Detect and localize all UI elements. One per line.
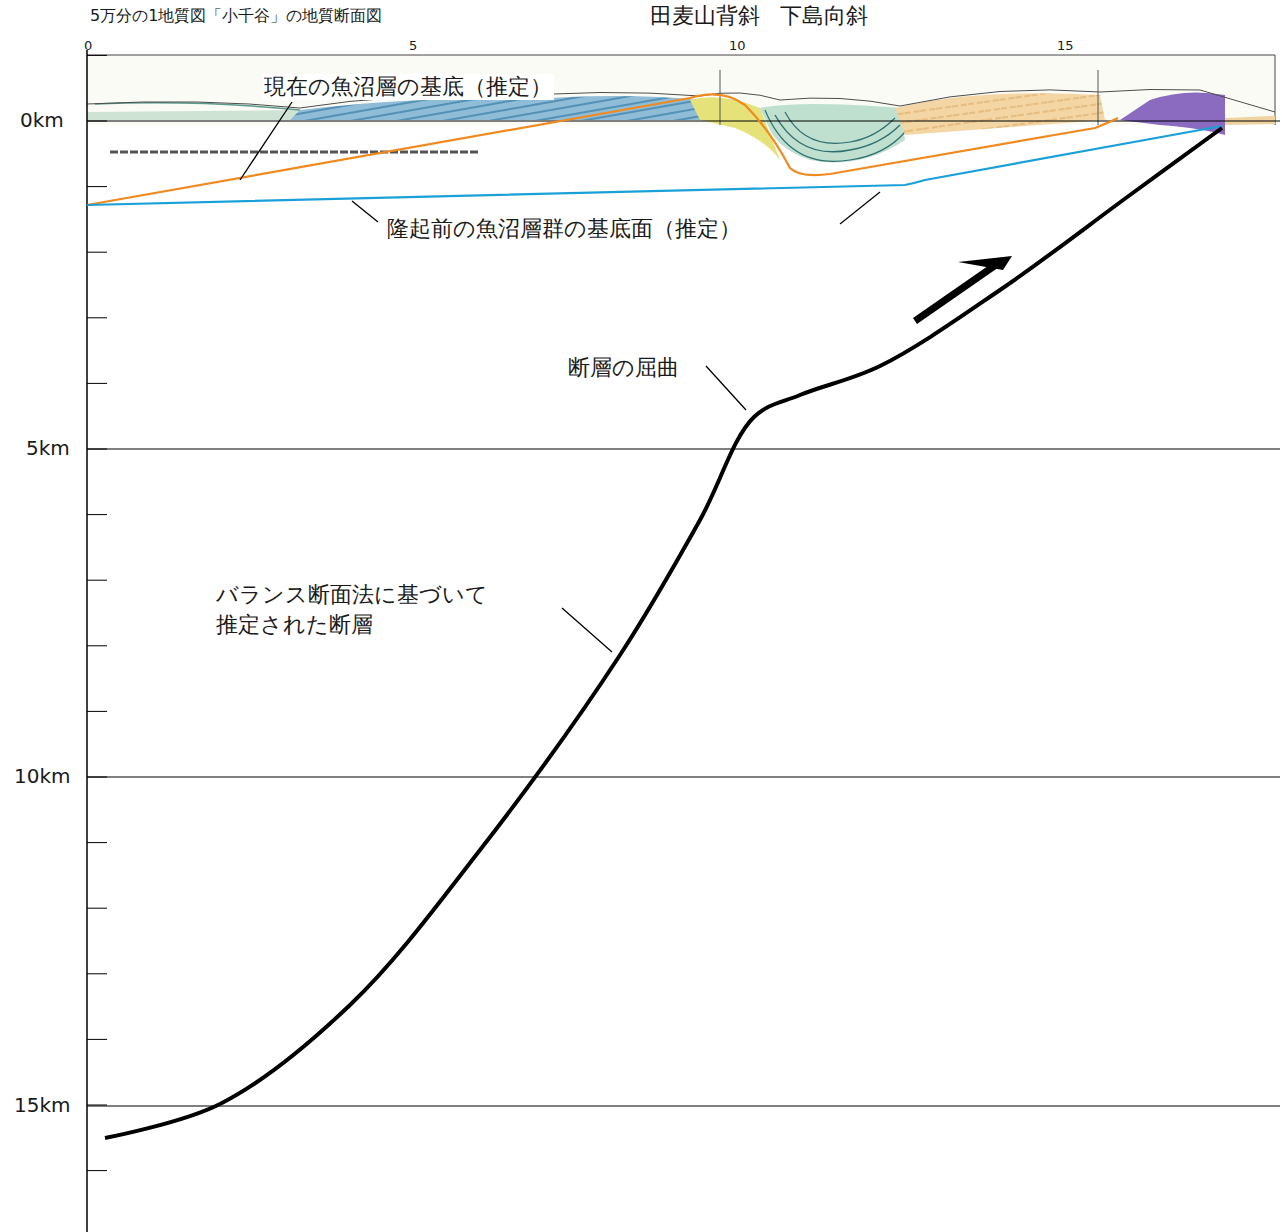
depth-label: 15km — [14, 1093, 71, 1117]
depth-tick — [87, 1170, 107, 1171]
fault-path — [105, 128, 1222, 1138]
slip-arrow — [915, 256, 1012, 321]
distance-number: 5 — [409, 38, 417, 54]
distance-number: 10 — [729, 38, 746, 54]
depth-label: 10km — [14, 764, 71, 788]
depth-tick — [87, 1039, 107, 1040]
geologic-section — [87, 55, 1275, 163]
depth-tick — [87, 252, 107, 253]
depth-tick — [87, 973, 107, 974]
present-base-line — [87, 94, 1118, 205]
depth-label: 0km — [20, 108, 64, 132]
depth-axis — [87, 50, 1280, 1232]
depth-tick — [87, 711, 107, 712]
depth-tick — [87, 645, 107, 646]
depth-tick — [87, 317, 107, 318]
structure-name: 下島向斜 — [780, 3, 868, 29]
distance-number: 0 — [84, 38, 92, 54]
fault-line — [105, 128, 1222, 1138]
callout-text: バランス断面法に基づいて 推定された断層 — [214, 580, 528, 639]
depth-tick — [87, 777, 107, 778]
leader-lines — [240, 102, 880, 652]
depth-tick — [87, 55, 107, 56]
callout-text: 断層の屈曲 — [566, 355, 681, 381]
depth-tick — [87, 842, 107, 843]
structure-name: 田麦山背斜 — [650, 3, 760, 29]
depth-tick — [87, 186, 107, 187]
depth-label: 5km — [26, 436, 70, 460]
depth-tick — [87, 449, 107, 450]
callout-text: 隆起前の魚沼層群の基底面（推定） — [385, 216, 743, 242]
depth-tick — [87, 580, 107, 581]
depth-tick — [87, 514, 107, 515]
distance-number: 15 — [1057, 38, 1074, 54]
depth-tick — [87, 121, 107, 122]
callout-text: 現在の魚沼層の基底（推定） — [262, 74, 554, 100]
pre-uplift-base-line — [87, 126, 1222, 205]
depth-tick — [87, 1105, 107, 1106]
depth-tick — [87, 908, 107, 909]
section-caption: 5万分の1地質図「小千谷」の地質断面図 — [90, 6, 382, 25]
depth-tick — [87, 383, 107, 384]
